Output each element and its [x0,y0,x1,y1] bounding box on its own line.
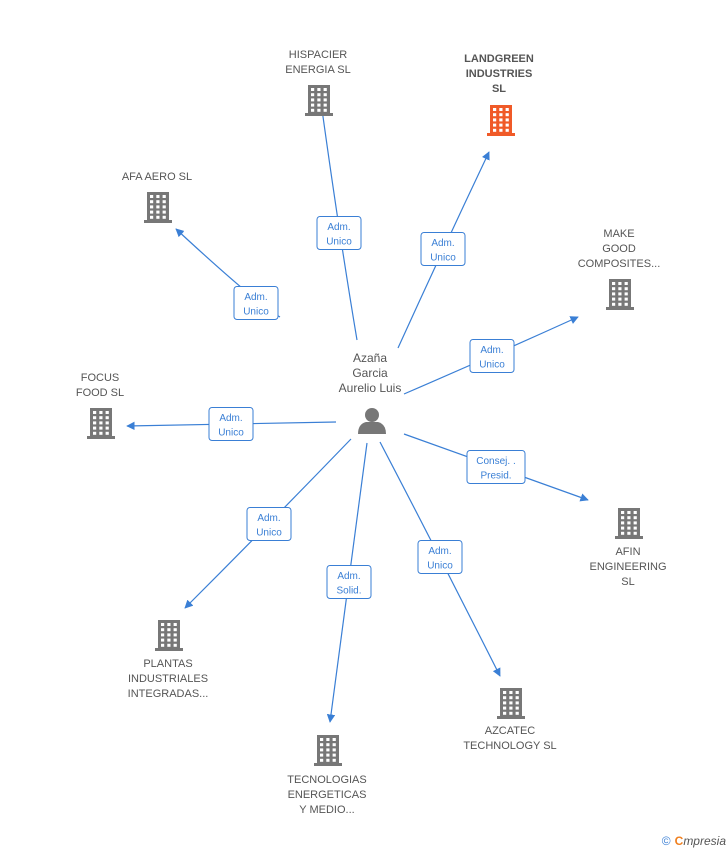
role-text-line: Unico [427,561,453,572]
edge-make-good: Adm. Unico [403,316,579,395]
building-icon [305,85,333,116]
company-name-line: FOOD SL [76,387,124,399]
role-badge-plantas[interactable]: Adm. Unico [246,507,292,541]
building-icon [314,735,342,766]
role-text-line: Adm. [219,413,242,424]
role-text-line: Unico [256,528,282,539]
role-text-line: Presid. [480,471,511,482]
role-box [246,507,292,541]
role-badge-tecnologias[interactable]: Adm. Solid. [326,565,372,599]
company-name-line: PLANTAS [143,658,192,670]
nodes-layer: HISPACIER ENERGIA SL LANDGREEN INDUSTRIES SL… [76,49,667,816]
role-text-line: Adm. [428,546,451,557]
role-text-line: Unico [326,237,352,248]
edge-hispacier: Adm. Unico [316,94,362,341]
brand-initial: C [674,834,684,848]
company-name-line: ENGINEERING [589,561,666,573]
company-name-line: INDUSTRIES [466,68,533,80]
footer-brand: ©Cmpresia [662,834,726,848]
company-node-make-good[interactable]: MAKE GOOD COMPOSITES... [578,228,661,310]
role-box [469,339,515,373]
company-node-focus-food[interactable]: FOCUS FOOD SL [76,372,124,439]
role-text-line: Unico [243,307,269,318]
role-badge-hispacier[interactable]: Adm. Unico [316,216,362,250]
company-node-landgreen[interactable]: LANDGREEN INDUSTRIES SL [464,53,534,136]
role-text-line: Unico [218,428,244,439]
center-name-line-3: Aurelio Luis [339,381,402,395]
role-badge-landgreen[interactable]: Adm. Unico [420,232,466,266]
role-text-line: Solid. [336,586,361,597]
role-badge-make-good[interactable]: Adm. Unico [469,339,515,373]
center-name-line-2: Garcia [352,366,388,380]
brand-name: mpresia [683,834,726,848]
edge-afa-aero: Adm. Unico [175,228,281,320]
role-box [466,450,526,484]
company-name-line: ENERGIA SL [285,64,350,76]
company-name-line: AZCATEC [485,725,536,737]
edge-afin: Consej. . Presid. [403,433,589,502]
company-node-plantas[interactable]: PLANTAS INDUSTRIALES INTEGRADAS... [128,620,209,700]
role-box [326,565,372,599]
role-text-line: Consej. . [476,456,515,467]
building-icon [606,279,634,310]
company-node-hispacier[interactable]: HISPACIER ENERGIA SL [285,49,351,116]
company-node-azcatec[interactable]: AZCATEC TECHNOLOGY SL [463,688,557,752]
role-badge-azcatec[interactable]: Adm. Unico [417,540,463,574]
company-name-line: COMPOSITES... [578,258,661,270]
company-name-line: GOOD [602,243,636,255]
building-icon [87,408,115,439]
edge-landgreen: Adm. Unico [397,151,490,349]
company-name-line: SL [492,83,506,95]
role-badge-afin[interactable]: Consej. . Presid. [466,450,526,484]
role-text-line: Unico [479,360,505,371]
role-text-line: Adm. [431,238,454,249]
company-name-line: FOCUS [81,372,120,384]
building-icon [144,192,172,223]
edge-azcatec: Adm. Unico [379,441,501,677]
company-name-line: AFA AERO SL [122,171,192,183]
company-node-afin[interactable]: AFIN ENGINEERING SL [589,508,667,588]
company-name-line: LANDGREEN [464,53,534,65]
company-name-line: Y MEDIO... [299,804,354,816]
copyright-symbol: © [661,834,671,848]
role-text-line: Adm. [337,571,360,582]
building-icon [155,620,183,651]
role-text-line: Unico [430,253,456,264]
center-name-line-1: Azaña [353,351,387,365]
role-text-line: Adm. [244,292,267,303]
company-name-line: TECNOLOGIAS [287,774,366,786]
company-name-line: AFIN [615,546,640,558]
role-box [208,407,254,441]
role-text-line: Adm. [257,513,280,524]
company-name-line: ENERGETICAS [288,789,367,801]
person-icon [358,408,386,434]
role-box [316,216,362,250]
building-icon [487,105,515,136]
building-icon [615,508,643,539]
company-node-tecnologias[interactable]: TECNOLOGIAS ENERGETICAS Y MEDIO... [287,735,367,816]
company-name-line: TECHNOLOGY SL [463,740,556,752]
role-box [233,286,279,320]
role-text-line: Adm. [327,222,350,233]
company-name-line: HISPACIER [289,49,348,61]
company-name-line: SL [621,576,634,588]
center-person-node[interactable]: Azaña Garcia Aurelio Luis [339,351,402,434]
company-name-line: INDUSTRIALES [128,673,208,685]
company-name-line: INTEGRADAS... [128,688,209,700]
building-icon [497,688,525,719]
role-box [417,540,463,574]
company-node-afa-aero[interactable]: AFA AERO SL [122,171,192,223]
role-text-line: Adm. [480,345,503,356]
role-box [420,232,466,266]
role-badge-afa-aero[interactable]: Adm. Unico [233,286,279,320]
edge-focus-food: Adm. Unico [126,407,337,441]
company-name-line: MAKE [603,228,634,240]
role-badge-focus-food[interactable]: Adm. Unico [208,407,254,441]
edge-tecnologias: Adm. Solid. [326,442,372,723]
edge-plantas: Adm. Unico [184,438,352,609]
